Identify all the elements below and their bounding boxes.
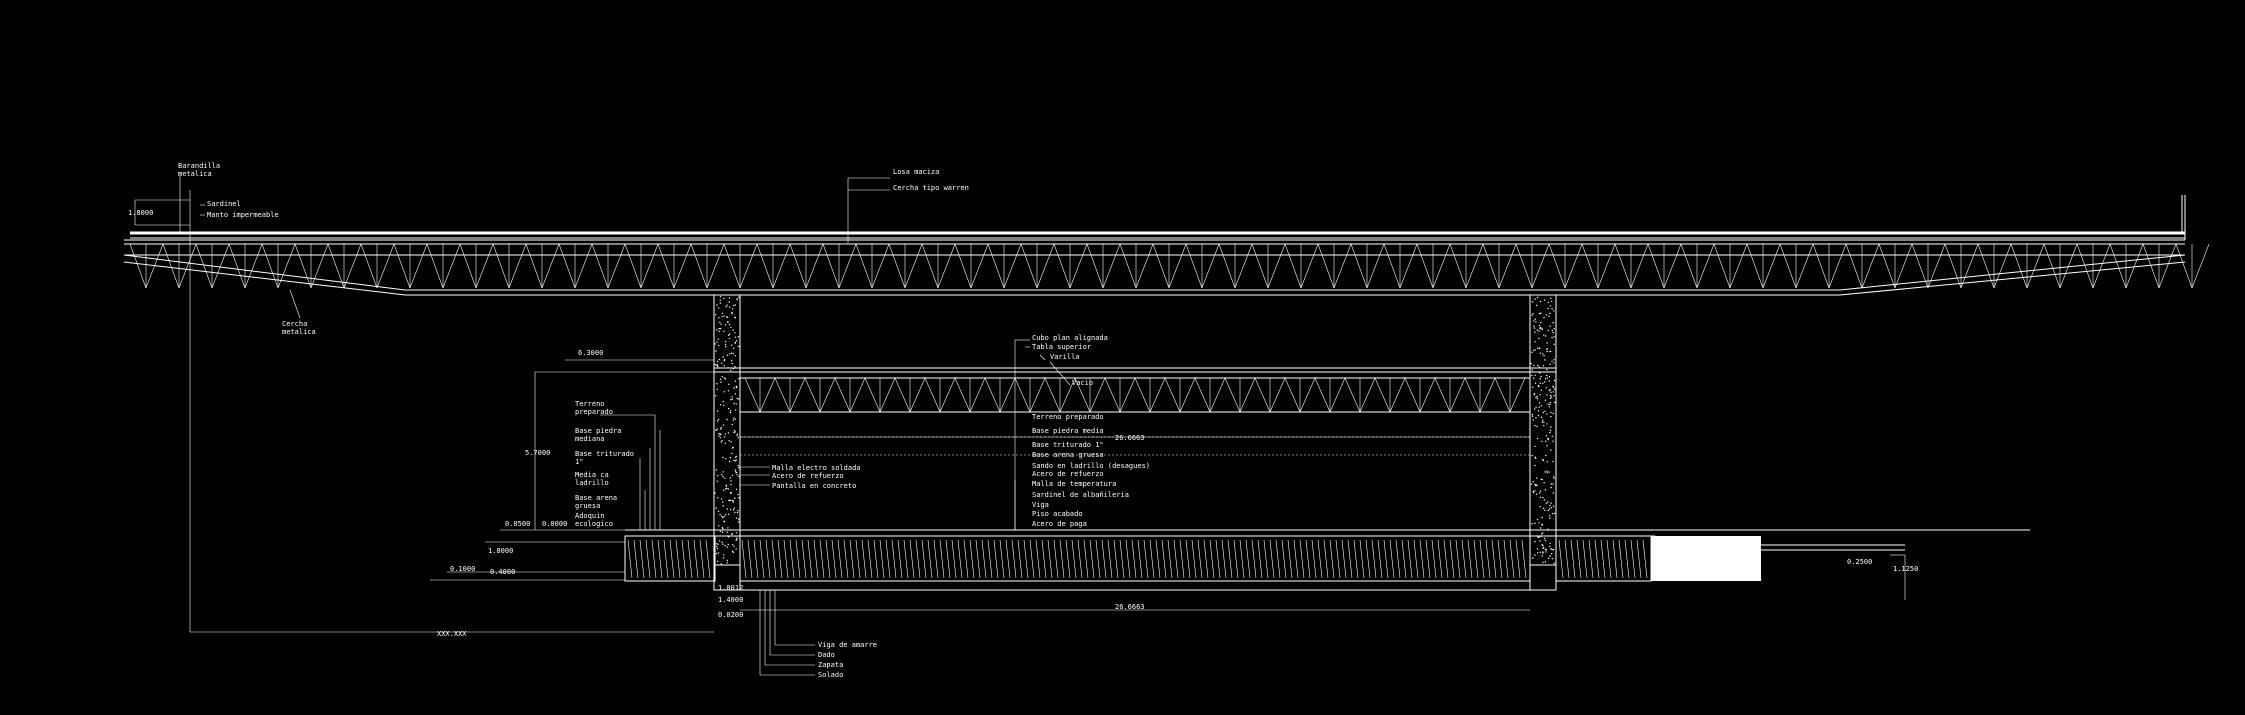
callout-label: Acero de paga bbox=[1032, 520, 1087, 528]
callout-label: Base piedra media bbox=[1032, 427, 1104, 435]
dim-d2: 0.0000 bbox=[542, 520, 567, 528]
manto-label: Manto impermeable bbox=[207, 211, 279, 219]
svg-text:Barandilla: Barandilla bbox=[178, 162, 220, 170]
svg-text:Base piedra: Base piedra bbox=[575, 427, 621, 435]
svg-text:metalica: metalica bbox=[178, 170, 212, 178]
svg-text:metalica: metalica bbox=[282, 328, 316, 336]
callout-label: Vacio bbox=[1072, 379, 1093, 387]
dim-d6: 1.0012 bbox=[718, 584, 743, 592]
dim-top-left: 1.8000 bbox=[128, 209, 153, 217]
leader-lines bbox=[179, 172, 1071, 676]
svg-text:Base triturado: Base triturado bbox=[575, 450, 634, 458]
acero-refuerzo-label: Acero de refuerzo bbox=[772, 472, 844, 480]
base-piedra-label: Base piedra mediana bbox=[575, 427, 621, 443]
svg-text:1": 1" bbox=[575, 458, 583, 466]
malla-label: Malla electro soldada bbox=[772, 464, 861, 472]
dim-d1: 0.0500 bbox=[505, 520, 530, 528]
dim-d4: 0.1000 bbox=[450, 565, 475, 573]
left-pier bbox=[713, 294, 741, 566]
dim-level-top: 6.3000 bbox=[578, 349, 603, 357]
solado-label: Solado bbox=[818, 671, 843, 679]
dim-pier-height: 5.7000 bbox=[525, 449, 550, 457]
svg-text:Base arena: Base arena bbox=[575, 494, 617, 502]
callout-label: Malla de temperatura bbox=[1032, 480, 1116, 488]
viga-amarre-label: Viga de amarre bbox=[818, 641, 877, 649]
dim-d8: 0.0200 bbox=[718, 611, 743, 619]
terreno-label: Terreno preparado bbox=[575, 400, 613, 416]
media-cana-label: Media ca ladrillo bbox=[575, 471, 609, 487]
base-arena-label: Base arena gruesa bbox=[575, 494, 617, 510]
dim-right-d2: 1.1250 bbox=[1893, 565, 1918, 573]
pantalla-label: Pantalla en concreto bbox=[772, 482, 856, 490]
dim-d5: 0.4000 bbox=[490, 568, 515, 576]
svg-text:Cercha: Cercha bbox=[282, 320, 307, 328]
callout-label: Viga bbox=[1032, 501, 1049, 509]
cercha-label: Cercha metalica bbox=[282, 320, 316, 336]
foundation bbox=[624, 529, 2030, 591]
svg-text:ladrillo: ladrillo bbox=[575, 479, 609, 487]
losa-label: Losa maciza bbox=[893, 168, 939, 176]
callout-label: Piso acabado bbox=[1032, 510, 1083, 518]
deck-slab bbox=[124, 195, 2186, 241]
svg-text:Terreno: Terreno bbox=[575, 400, 605, 408]
callout-label: Varilla bbox=[1050, 353, 1080, 361]
lower-truss bbox=[714, 367, 1556, 413]
dim-span-top: 26.6663 bbox=[1115, 434, 1145, 442]
svg-text:ecologico: ecologico bbox=[575, 520, 613, 528]
right-pier bbox=[1529, 294, 1557, 566]
adoquin-label: Adoquin ecologico bbox=[575, 512, 613, 528]
svg-text:gruesa: gruesa bbox=[575, 502, 600, 510]
callout-label: Base triturado 1" bbox=[1032, 441, 1104, 449]
callout-label: Base arena gruesa bbox=[1032, 451, 1104, 459]
callout-label: Terreno preparado bbox=[1032, 413, 1104, 421]
svg-text:Media ca: Media ca bbox=[575, 471, 609, 479]
dim-span-bottom: 26.6663 bbox=[1115, 603, 1145, 611]
callout-label: Sando en ladrillo (desagues) bbox=[1032, 462, 1150, 470]
svg-text:mediana: mediana bbox=[575, 435, 605, 443]
callout-label: Sardinel de albañileria bbox=[1032, 491, 1129, 499]
dim-left-total: XXX.XXX bbox=[437, 630, 467, 638]
sardinel-label: Sardinel bbox=[207, 200, 241, 208]
main-truss bbox=[123, 243, 2210, 296]
dado-label: Dado bbox=[818, 651, 835, 659]
dim-d7: 1.4000 bbox=[718, 596, 743, 604]
svg-text:Adoquin: Adoquin bbox=[575, 512, 605, 520]
callout-label: Tabla superior bbox=[1032, 343, 1091, 351]
barandilla-label: Barandilla metalica bbox=[178, 162, 220, 178]
right-callouts: Cubo plan alignada Tabla superior Varill… bbox=[1032, 334, 1150, 528]
left-dimensions bbox=[134, 190, 1906, 633]
zapata-label: Zapata bbox=[818, 661, 843, 669]
dim-d3: 1.8000 bbox=[488, 547, 513, 555]
callout-label: Acero de refuerzo bbox=[1032, 470, 1104, 478]
base-triturado-label: Base triturado 1" bbox=[575, 450, 634, 466]
dim-right-d1: 0.2500 bbox=[1847, 558, 1872, 566]
cercha-tipo-label: Cercha tipo warren bbox=[893, 184, 969, 192]
callout-label: Cubo plan alignada bbox=[1032, 334, 1108, 342]
svg-text:preparado: preparado bbox=[575, 408, 613, 416]
